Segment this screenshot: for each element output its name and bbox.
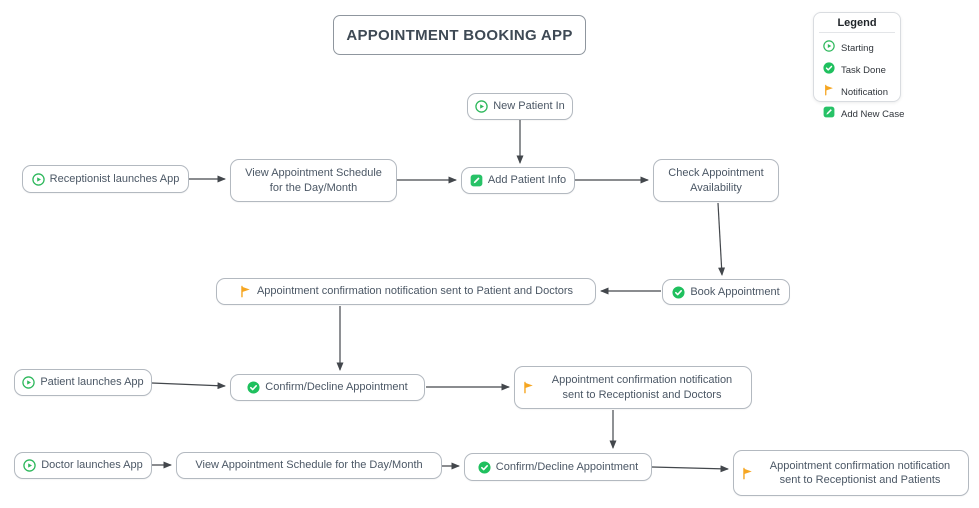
flow-node-add-patient-info[interactable]: Add Patient Info <box>461 167 575 194</box>
legend-title: Legend <box>819 17 895 33</box>
notification-icon <box>522 381 535 394</box>
flow-node-notif-receptionist-doctors[interactable]: Appointment confirmation notification se… <box>514 366 752 409</box>
node-label: Confirm/Decline Appointment <box>495 460 639 473</box>
legend-panel: Legend Starting Task Done Notification A… <box>813 12 904 120</box>
task-done-icon <box>247 381 260 394</box>
legend-item-add-new-case: Add New Case <box>814 103 904 125</box>
node-label: Add Patient Info <box>487 174 567 187</box>
notification-icon <box>239 285 252 298</box>
node-label: Patient launches App <box>40 376 144 389</box>
node-label: Book Appointment <box>690 285 780 298</box>
legend-item-label: Task Done <box>841 64 886 76</box>
node-label: Appointment confirmation notification se… <box>551 374 733 401</box>
node-label: View Appointment Schedule for the Day/Mo… <box>245 167 382 194</box>
flow-node-new-patient-in[interactable]: New Patient In <box>467 93 573 120</box>
add-new-case-icon <box>470 174 483 187</box>
legend-item-notification: Notification <box>814 81 900 103</box>
notification-icon <box>823 83 835 101</box>
flow-node-check-availability[interactable]: Check Appointment Availability <box>653 159 779 202</box>
starting-icon <box>31 172 45 186</box>
flow-node-view-schedule-2[interactable]: View Appointment Schedule for the Day/Mo… <box>176 452 442 479</box>
legend-item-starting: Starting <box>814 37 900 59</box>
node-label: New Patient In <box>493 100 565 113</box>
flow-node-confirm-decline-1[interactable]: Confirm/Decline Appointment <box>230 374 425 401</box>
flow-node-notif-receptionist-patients[interactable]: Appointment confirmation notification se… <box>733 450 969 496</box>
flow-node-receptionist-launches-app[interactable]: Receptionist launches App <box>22 165 189 193</box>
flow-node-doctor-launches-app[interactable]: Doctor launches App <box>14 452 152 479</box>
node-label: Appointment confirmation notification se… <box>256 285 574 298</box>
edge-patient-launches-to-confirm-decline-1 <box>151 382 226 390</box>
diagram-title-label: APPOINTMENT BOOKING APP <box>346 26 573 44</box>
node-label: Check Appointment Availability <box>668 167 764 194</box>
diagram-title[interactable]: APPOINTMENT BOOKING APP <box>333 15 586 55</box>
node-label: Receptionist launches App <box>49 172 180 185</box>
add-new-case-icon <box>823 105 835 123</box>
notification-icon <box>741 467 754 480</box>
task-done-icon <box>672 285 685 299</box>
starting-icon <box>23 459 36 472</box>
flow-node-confirm-decline-2[interactable]: Confirm/Decline Appointment <box>464 453 652 481</box>
task-done-icon <box>823 61 835 79</box>
starting-icon <box>475 100 488 113</box>
node-label: Confirm/Decline Appointment <box>265 381 408 394</box>
legend-item-task-done: Task Done <box>814 59 900 81</box>
legend-item-label: Add New Case <box>841 108 905 120</box>
starting-icon <box>823 39 835 57</box>
flow-node-patient-launches-app[interactable]: Patient launches App <box>14 369 152 396</box>
flow-node-notif-patient-doctors[interactable]: Appointment confirmation notification se… <box>216 278 596 305</box>
edge-confirm-decline-2-to-notif-receptionist-patients <box>651 465 729 473</box>
task-done-icon <box>478 460 491 474</box>
edge-check-availability-to-book-appointment <box>717 202 726 276</box>
flow-node-book-appointment[interactable]: Book Appointment <box>662 279 790 305</box>
flow-node-view-schedule-1[interactable]: View Appointment Schedule for the Day/Mo… <box>230 159 397 202</box>
starting-icon <box>22 376 36 389</box>
node-label: View Appointment Schedule for the Day/Mo… <box>195 459 423 472</box>
node-label: Doctor launches App <box>41 459 143 472</box>
legend-item-label: Starting <box>841 42 874 54</box>
legend-item-label: Notification <box>841 86 888 98</box>
node-label: Appointment confirmation notification se… <box>769 459 951 486</box>
